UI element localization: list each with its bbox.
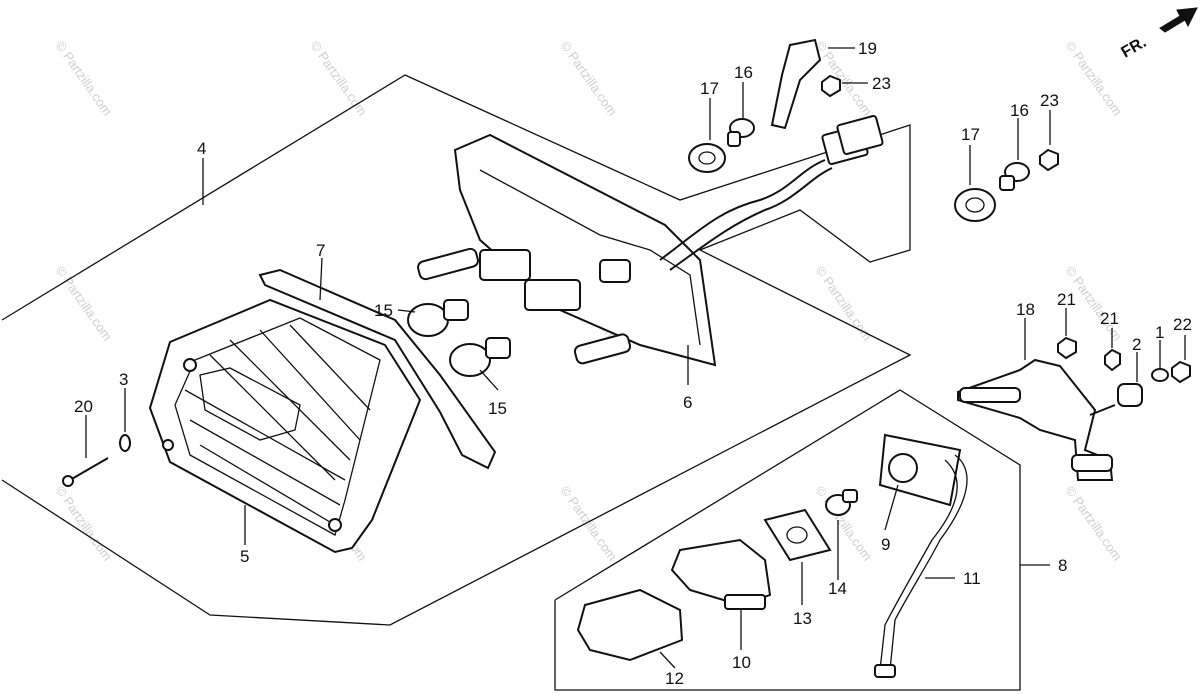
tail-lens: [148, 298, 422, 554]
assembly-outline-4: [1, 74, 912, 626]
callout-12: 12: [665, 669, 684, 688]
watermark: © Partzilla.com: [308, 38, 371, 118]
callout-21a: 21: [1057, 290, 1076, 309]
watermark: © Partzilla.com: [1063, 483, 1126, 563]
callout-19: 19: [858, 39, 877, 58]
license-bracket: [957, 336, 1191, 481]
callout-7: 7: [316, 241, 325, 260]
callout-15b: 15: [488, 399, 507, 418]
callout-9: 9: [881, 535, 890, 554]
watermark: © Partzilla.com: [558, 483, 621, 563]
callout-2: 2: [1132, 335, 1141, 354]
watermark: © Partzilla.com: [53, 483, 116, 563]
callout-23b: 23: [1040, 91, 1059, 110]
leader-lines: [85, 47, 1186, 669]
arrow-icon: [1159, 7, 1198, 33]
license-light: [576, 433, 968, 678]
watermark: © Partzilla.com: [53, 38, 116, 118]
callout-13: 13: [793, 609, 812, 628]
callout-labels: 1 2 3 4 5 6 7 8 9 10 11 12 13 14 15 15 1…: [74, 39, 1192, 688]
front-direction-indicator: FR.: [1119, 7, 1198, 62]
callout-17b: 17: [961, 125, 980, 144]
callout-3: 3: [119, 370, 128, 389]
callout-5: 5: [240, 547, 249, 566]
callout-22: 22: [1173, 315, 1192, 334]
watermark: © Partzilla.com: [813, 263, 876, 343]
bulbs-15: [407, 299, 511, 377]
callout-4: 4: [197, 139, 206, 158]
callout-23a: 23: [872, 74, 891, 93]
callout-15a: 15: [374, 301, 393, 320]
callout-18: 18: [1016, 300, 1035, 319]
top-hardware: [688, 38, 1059, 222]
light-base: [417, 133, 717, 367]
callout-20: 20: [74, 397, 93, 416]
callout-1: 1: [1155, 323, 1164, 342]
watermark: © Partzilla.com: [1063, 38, 1126, 118]
watermark: © Partzilla.com: [558, 38, 621, 118]
callout-10: 10: [732, 653, 751, 672]
screw-and-washer: [62, 434, 131, 487]
wire-harness: [659, 115, 884, 271]
callout-21b: 21: [1100, 309, 1119, 328]
callout-16a: 16: [734, 63, 753, 82]
lens-gasket: [258, 268, 497, 470]
callout-11: 11: [963, 569, 981, 588]
watermark: © Partzilla.com: [53, 263, 116, 343]
assembly-outline-8: [554, 389, 1021, 691]
callout-16b: 16: [1010, 101, 1029, 120]
callout-14: 14: [828, 579, 847, 598]
callout-6: 6: [683, 393, 692, 412]
callout-8: 8: [1058, 556, 1067, 575]
callout-17a: 17: [700, 79, 719, 98]
direction-label: FR.: [1119, 34, 1150, 62]
